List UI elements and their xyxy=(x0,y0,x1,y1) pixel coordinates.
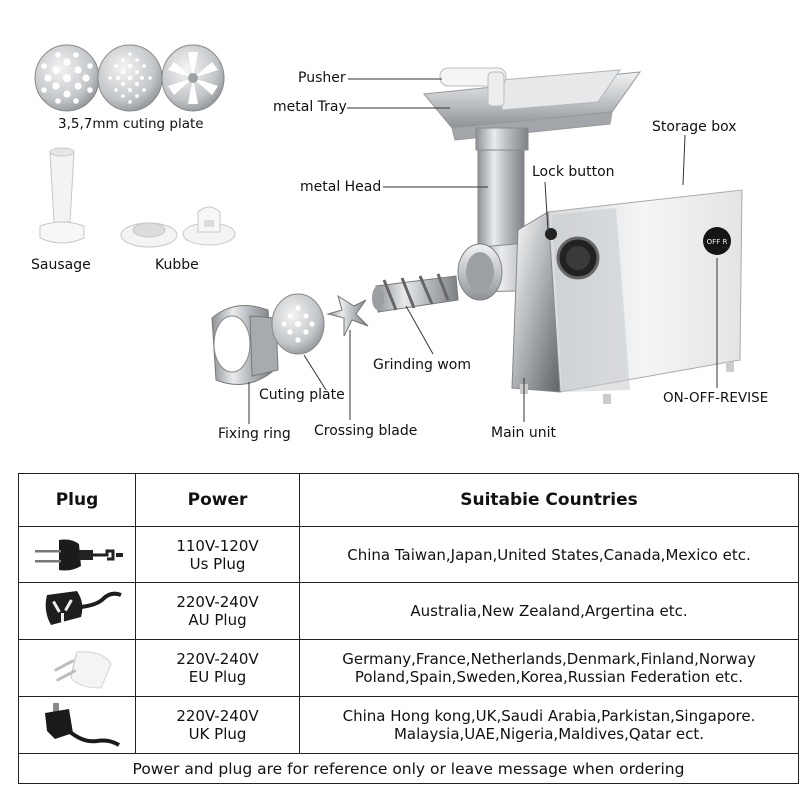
voltage-text: 220V-240V xyxy=(176,593,259,611)
crossing-blade-label: Crossing blade xyxy=(314,423,418,439)
us-plug-icon xyxy=(35,539,123,570)
metal-head-label: metal Head xyxy=(300,179,382,195)
switch-face-text: OFF R xyxy=(707,238,728,246)
crossing-blade-image xyxy=(326,294,369,337)
voltage-text: 220V-240V xyxy=(176,707,259,725)
plug-type-text: Us Plug xyxy=(189,554,246,573)
power-cell: 220V-240V AU Plug xyxy=(135,582,300,640)
uk-plug-icon xyxy=(45,703,121,747)
power-cell: 220V-240V EU Plug xyxy=(135,639,300,697)
plug-cell xyxy=(18,639,136,697)
metal-tray-image xyxy=(423,67,642,141)
power-cell: 110V-120V Us Plug xyxy=(135,526,300,583)
plug-type-text: EU Plug xyxy=(188,668,247,686)
plug-type-text: UK Plug xyxy=(188,725,247,743)
table-footnote-row: Power and plug are for reference only or… xyxy=(18,753,799,784)
plug-spec-table: Plug Power Suitabie Countries 110V-120V … xyxy=(18,473,799,784)
countries-line: Australia,New Zealand,Argertina etc. xyxy=(410,602,688,620)
grinding-worm-image xyxy=(372,273,459,313)
diagram-illustration: OFF R xyxy=(34,44,743,424)
table-row: 110V-120V Us Plug China Taiwan,Japan,Uni… xyxy=(18,526,799,583)
table-row: 220V-240V EU Plug Germany,France,Netherl… xyxy=(18,639,799,697)
switch-label: ON-OFF-REVISE xyxy=(663,390,769,406)
cutting-plate-label: Cuting plate xyxy=(259,387,345,403)
fixing-ring-label: Fixing ring xyxy=(218,426,291,442)
plug-cell xyxy=(18,526,136,583)
header-power: Power xyxy=(135,473,300,527)
leader-lines xyxy=(248,78,718,424)
voltage-text: 220V-240V xyxy=(176,650,259,668)
table-header-row: Plug Power Suitabie Countries xyxy=(18,473,799,527)
countries-line: Poland,Spain,Sweden,Korea,Russian Federa… xyxy=(354,668,744,686)
plug-cell xyxy=(18,582,136,640)
power-cell: 220V-240V UK Plug xyxy=(135,696,300,754)
sausage-attachment-image xyxy=(39,147,85,244)
header-countries: Suitabie Countries xyxy=(299,473,799,527)
countries-line: Malaysia,UAE,Nigeria,Maldives,Qatar ect. xyxy=(393,725,705,743)
header-plug: Plug xyxy=(18,473,136,527)
countries-cell: China Taiwan,Japan,United States,Canada,… xyxy=(299,526,799,583)
table-row: 220V-240V AU Plug Australia,New Zealand,… xyxy=(18,582,799,640)
pusher-label: Pusher xyxy=(298,70,346,86)
countries-cell: Germany,France,Netherlands,Denmark,Finla… xyxy=(299,639,799,697)
sausage-label: Sausage xyxy=(31,257,91,273)
plug-cell xyxy=(18,696,136,754)
metal-tray-label: metal Tray xyxy=(273,99,347,115)
fixing-ring-image xyxy=(211,305,279,385)
kubbe-attachment-image xyxy=(120,206,236,248)
footnote: Power and plug are for reference only or… xyxy=(18,753,799,784)
countries-line: China Taiwan,Japan,United States,Canada,… xyxy=(347,545,751,564)
voltage-text: 110V-120V xyxy=(176,536,259,555)
countries-line: Germany,France,Netherlands,Denmark,Finla… xyxy=(342,650,756,668)
cutting-plate-set-label: 3,5,7mm cuting plate xyxy=(58,116,204,132)
lock-button-label: Lock button xyxy=(532,164,615,180)
plug-type-text: AU Plug xyxy=(188,611,247,629)
kubbe-label: Kubbe xyxy=(155,257,199,273)
eu-plug-icon xyxy=(54,651,112,689)
cutting-plates-image xyxy=(34,44,225,112)
cutting-plate-image xyxy=(271,293,325,355)
countries-cell: Australia,New Zealand,Argertina etc. xyxy=(299,582,799,640)
countries-cell: China Hong kong,UK,Saudi Arabia,Parkista… xyxy=(299,696,799,754)
countries-line: China Hong kong,UK,Saudi Arabia,Parkista… xyxy=(342,707,756,725)
au-plug-icon xyxy=(45,591,122,625)
main-unit-label: Main unit xyxy=(491,425,556,441)
storage-box-label: Storage box xyxy=(652,119,737,135)
main-unit-image: OFF R xyxy=(511,189,743,404)
grinding-worm-label: Grinding wom xyxy=(373,357,472,373)
table-row: 220V-240V UK Plug China Hong kong,UK,Sau… xyxy=(18,696,799,754)
product-diagram: OFF R xyxy=(31,44,769,442)
